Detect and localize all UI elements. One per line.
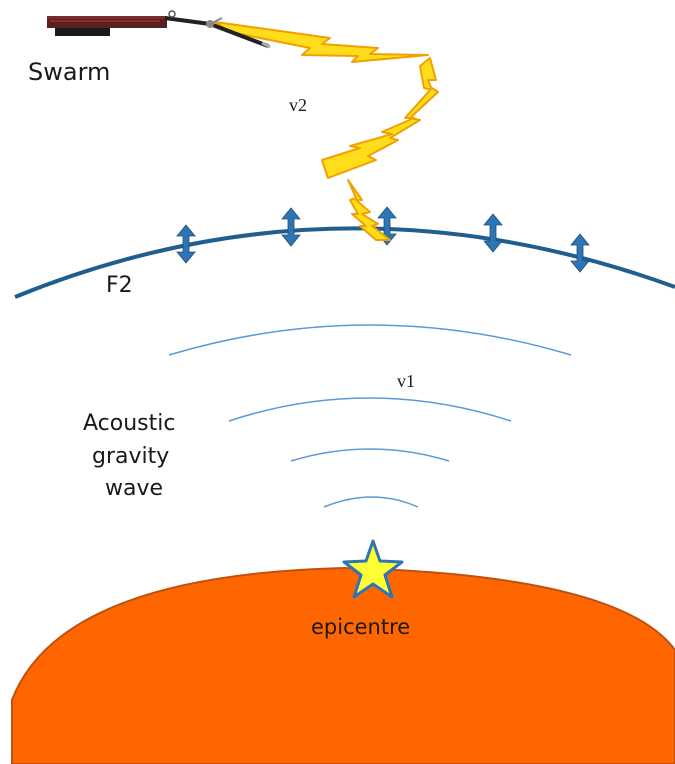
v1-label: v1 (397, 371, 415, 391)
double-arrow-icon (483, 213, 503, 253)
wave-front-1 (323, 496, 419, 508)
lightning-segment-top (214, 21, 429, 63)
wave-front-2 (290, 448, 450, 462)
lightning-segment-lower (347, 179, 391, 241)
wave-label-line1: Acoustic (83, 411, 175, 436)
wave-fronts (168, 324, 572, 508)
wave-label-line3: wave (105, 476, 163, 501)
wave-label-line2: gravity (92, 444, 169, 469)
earth-surface (11, 566, 675, 764)
vertical-motion-arrows (176, 206, 590, 273)
double-arrow-icon (176, 224, 196, 264)
satellite-label: Swarm (28, 58, 110, 86)
v2-label: v2 (289, 95, 307, 115)
wave-front-4 (168, 324, 572, 356)
double-arrow-icon (570, 233, 590, 273)
lightning-segment-middle (321, 87, 439, 179)
epicentre-label: epicentre (311, 615, 410, 639)
satellite-icon (47, 10, 271, 49)
wave-front-3 (228, 397, 512, 422)
lightning-segment-right (419, 57, 437, 91)
lightning-icon (214, 21, 439, 241)
f2-layer-label: F2 (106, 273, 133, 298)
double-arrow-icon (281, 207, 301, 247)
star-icon (342, 539, 404, 599)
